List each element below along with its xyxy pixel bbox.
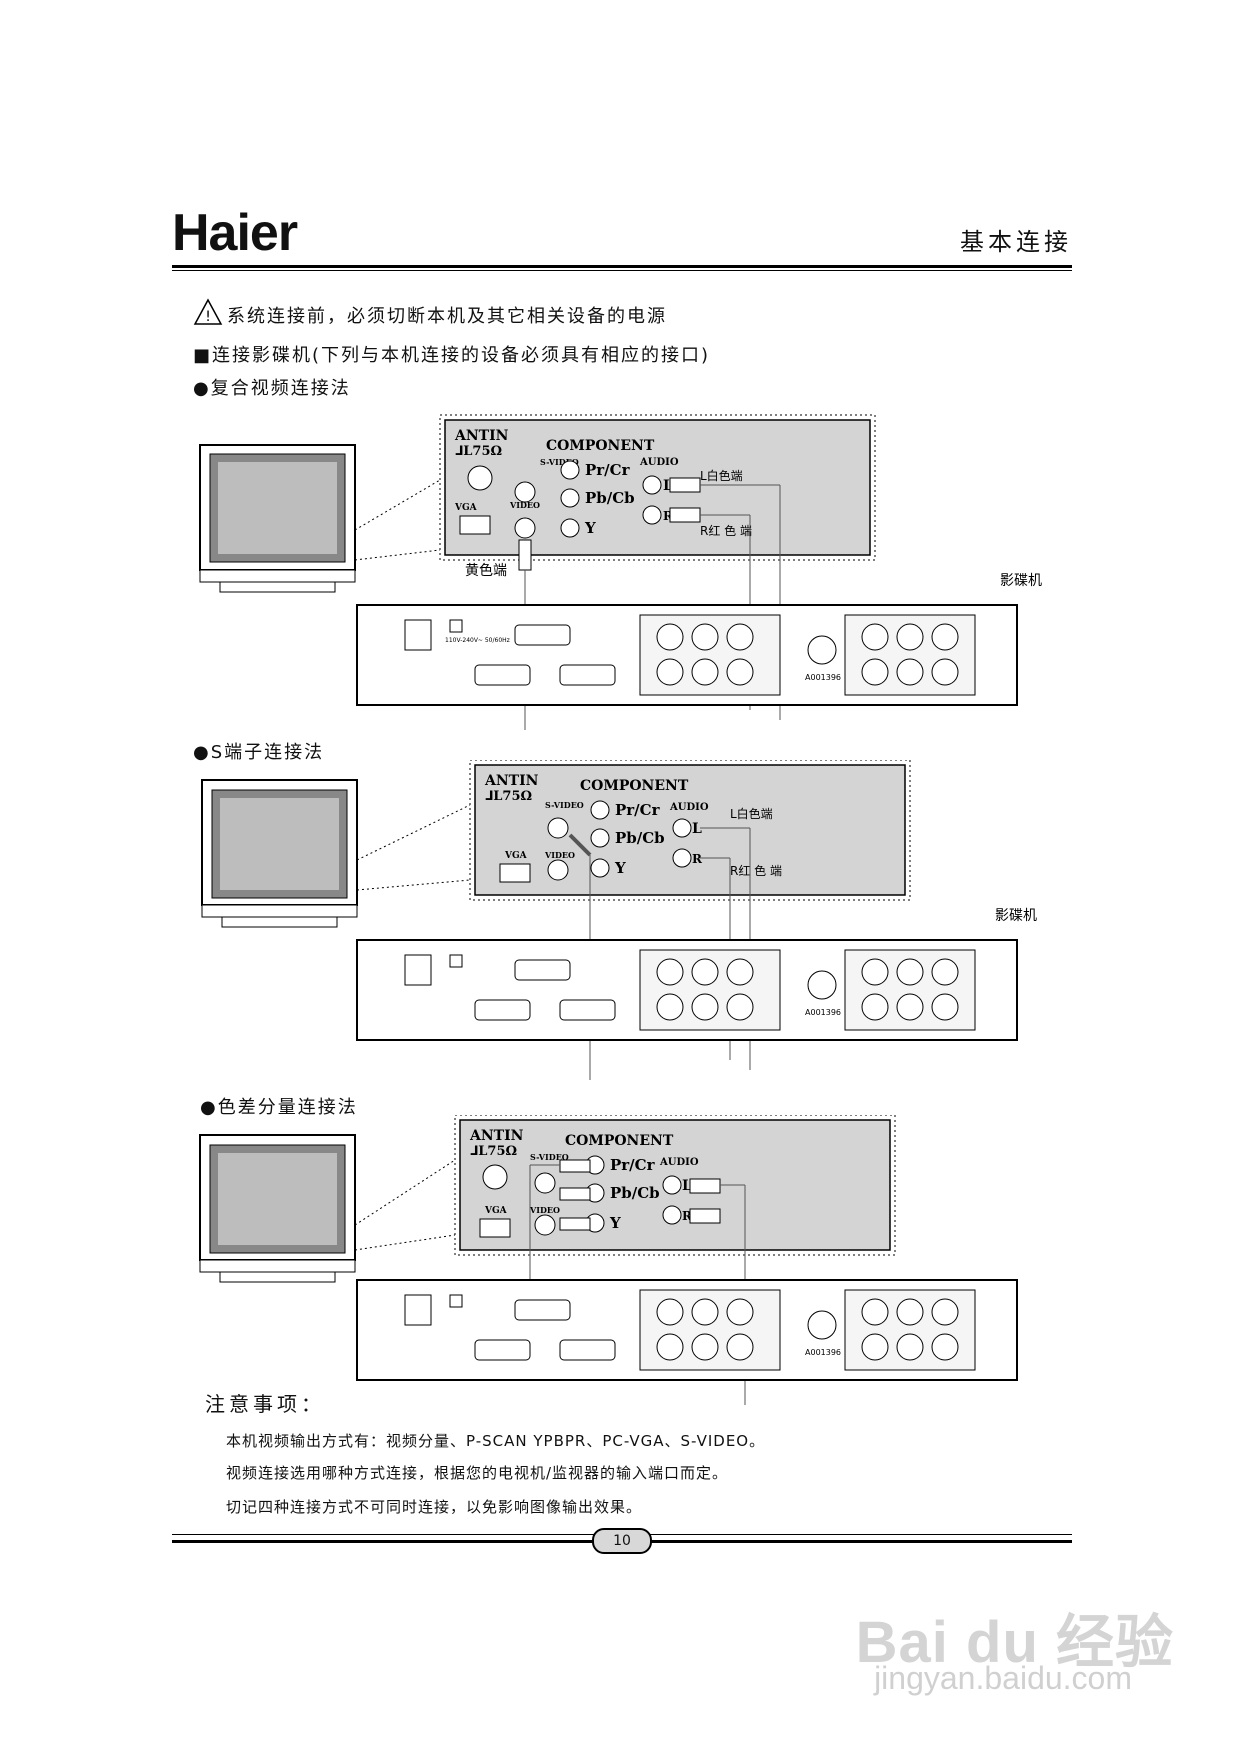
- svg-text:Pr/Cr: Pr/Cr: [610, 1156, 656, 1174]
- svg-text:⅃L75Ω: ⅃L75Ω: [470, 1144, 517, 1159]
- svg-text:!: !: [205, 309, 211, 325]
- svg-text:COMPONENT: COMPONENT: [546, 438, 655, 454]
- notes-title: 注意事项：: [205, 1392, 325, 1416]
- svg-text:L: L: [663, 478, 673, 494]
- svg-text:VIDEO: VIDEO: [544, 850, 575, 860]
- svg-text:Pb/Cb: Pb/Cb: [610, 1184, 660, 1202]
- svg-text:影碟机: 影碟机: [1000, 573, 1042, 589]
- svg-text:110V-240V~ 50/60Hz: 110V-240V~ 50/60Hz: [445, 637, 510, 644]
- svg-text:L白色端: L白色端: [730, 806, 773, 821]
- svg-text:L: L: [692, 821, 702, 837]
- tv-icon: [199, 1134, 356, 1283]
- svg-text:影碟机: 影碟机: [995, 908, 1037, 924]
- svg-text:Pb/Cb: Pb/Cb: [615, 829, 665, 847]
- section-title: 基本连接: [960, 228, 1072, 256]
- svg-text:ANTIN: ANTIN: [484, 773, 539, 789]
- svg-text:⅃L75Ω: ⅃L75Ω: [455, 444, 502, 459]
- svg-text:AUDIO: AUDIO: [669, 802, 709, 813]
- svg-text:Pb/Cb: Pb/Cb: [585, 489, 635, 507]
- svg-text:R: R: [663, 509, 674, 523]
- panel-antin: ANTIN: [454, 428, 509, 444]
- svg-text:VIDEO: VIDEO: [509, 500, 540, 510]
- header-rule: [172, 265, 1072, 268]
- svg-text:VGA: VGA: [454, 503, 478, 513]
- svg-text:ANTIN: ANTIN: [469, 1128, 524, 1144]
- svg-text:Y: Y: [609, 1214, 621, 1232]
- method-title-composite: ●复合视频连接法: [193, 378, 351, 399]
- component-diagram: ANTIN ⅃L75Ω S-VIDEO COMPONENT Pr/Cr Pb/C…: [199, 1115, 1018, 1405]
- watermark-url: jingyan.baidu.com: [874, 1660, 1132, 1696]
- tv-icon: [199, 444, 356, 593]
- svg-text:AUDIO: AUDIO: [659, 1157, 699, 1168]
- svg-text:Pr/Cr: Pr/Cr: [585, 461, 631, 479]
- intro-text: ■连接影碟机(下列与本机连接的设备必须具有相应的接口): [193, 345, 711, 366]
- note-item: 本机视频输出方式有：视频分量、P-SCAN YPBPR、PC-VGA、S-VID…: [226, 1432, 766, 1450]
- svg-text:COMPONENT: COMPONENT: [580, 778, 689, 794]
- svg-text:A001396: A001396: [805, 673, 841, 682]
- svg-text:S-VIDEO: S-VIDEO: [530, 1152, 569, 1162]
- header-rule-thin: [172, 270, 1072, 271]
- svg-text:Y: Y: [584, 519, 596, 537]
- composite-diagram: ANTIN ⅃L75Ω S-VIDEO COMPONENT Pr/Cr Pb/C…: [199, 414, 1042, 730]
- svg-text:Y: Y: [614, 859, 626, 877]
- svg-text:COMPONENT: COMPONENT: [565, 1133, 674, 1149]
- svg-text:R: R: [682, 1209, 693, 1223]
- svg-text:A001396: A001396: [805, 1008, 841, 1017]
- method-title-svideo: ●S端子连接法: [193, 742, 325, 763]
- tv-icon: [201, 779, 358, 928]
- svg-text:⅃L75Ω: ⅃L75Ω: [485, 789, 532, 804]
- svg-text:R红 色 端: R红 色 端: [730, 863, 782, 878]
- warning-text: 系统连接前，必须切断本机及其它相关设备的电源: [227, 306, 667, 327]
- svg-text:L白色端: L白色端: [700, 468, 743, 483]
- svg-text:R红 色 端: R红 色 端: [700, 523, 752, 538]
- page-number: 10: [592, 1528, 652, 1554]
- svg-text:L: L: [682, 1178, 692, 1194]
- svg-text:AUDIO: AUDIO: [639, 457, 679, 468]
- note-item: 视频连接选用哪种方式连接，根据您的电视机/监视器的输入端口而定。: [226, 1464, 729, 1482]
- svg-text:S-VIDEO: S-VIDEO: [545, 800, 584, 810]
- watermark-brand: Bai du 经验: [855, 1610, 1174, 1675]
- svg-text:黄色端: 黄色端: [465, 562, 507, 579]
- svg-text:VGA: VGA: [484, 1206, 508, 1216]
- svg-text:VGA: VGA: [504, 851, 528, 861]
- note-item: 切记四种连接方式不可同时连接，以免影响图像输出效果。: [226, 1498, 643, 1516]
- svideo-diagram: ANTIN ⅃L75Ω S-VIDEO COMPONENT Pr/Cr Pb/C…: [201, 760, 1037, 1080]
- method-title-component: ●色差分量连接法: [200, 1097, 358, 1118]
- svg-text:R: R: [692, 852, 703, 866]
- svg-text:VIDEO: VIDEO: [529, 1205, 560, 1215]
- warning-icon: !: [193, 298, 223, 330]
- svg-text:Pr/Cr: Pr/Cr: [615, 801, 661, 819]
- brand-logo: Haier: [172, 204, 298, 262]
- svg-text:S-VIDEO: S-VIDEO: [540, 457, 579, 467]
- svg-text:A001396: A001396: [805, 1348, 841, 1357]
